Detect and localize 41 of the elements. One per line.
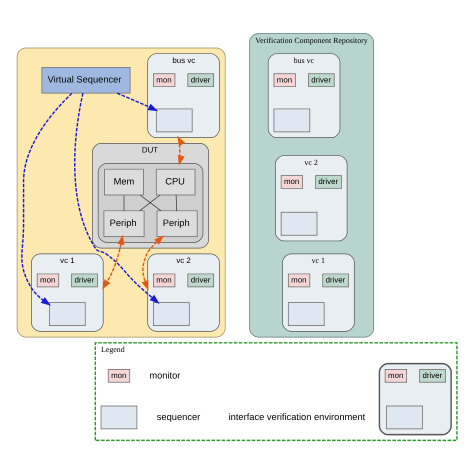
cluster <box>378 362 452 436</box>
arrow <box>74 93 160 304</box>
node-box: driver <box>188 274 214 288</box>
node-box <box>156 108 193 132</box>
cluster <box>16 48 226 338</box>
node-box: mon <box>36 274 60 288</box>
node-box: mon <box>274 73 296 88</box>
connector <box>176 194 178 212</box>
node-label: sequencer <box>156 412 200 422</box>
node-box: mon <box>153 274 176 288</box>
node-box: driver <box>71 274 98 288</box>
node-box: driver <box>308 73 335 88</box>
node-label: monitor <box>149 370 180 380</box>
node-box: Mem <box>104 168 144 196</box>
node-box <box>288 302 325 326</box>
node-box: driver <box>322 274 349 288</box>
node-box: CPU <box>156 168 196 196</box>
node-box: driver <box>188 73 214 88</box>
node-box: mon <box>280 175 303 189</box>
node-label: interface verification environment <box>228 412 366 422</box>
node-box: Virtual Sequencer <box>42 66 130 94</box>
node-box <box>280 212 318 236</box>
node-box: mon <box>288 274 310 288</box>
node-box <box>153 302 190 326</box>
node-box: mon <box>384 369 408 383</box>
node-box <box>386 406 423 430</box>
node-box: driver <box>315 175 342 189</box>
node-box <box>49 302 86 326</box>
node-box: Periph <box>104 210 144 237</box>
arrow <box>116 92 158 112</box>
node-box: mon <box>108 369 130 383</box>
node-box <box>274 108 310 132</box>
arrow <box>102 234 124 290</box>
node-box: mon <box>153 73 176 88</box>
arrow <box>21 92 72 306</box>
cluster <box>98 163 204 243</box>
arrow <box>142 235 164 291</box>
arrow <box>177 136 186 166</box>
node-box <box>100 406 138 430</box>
node-box: Periph <box>156 210 198 237</box>
node-box: driver <box>419 369 446 383</box>
